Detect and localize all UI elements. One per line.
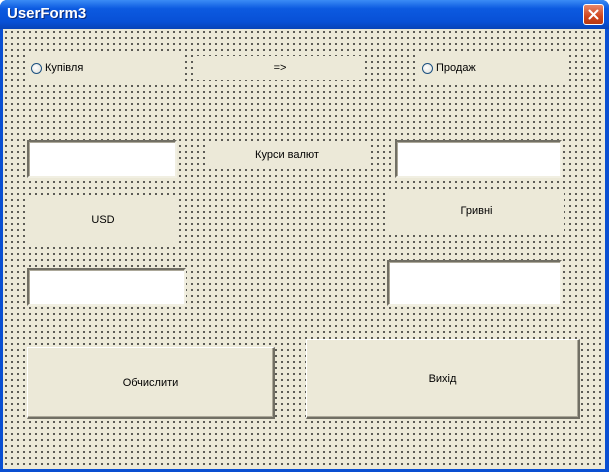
uah-label-text: Гривні	[460, 205, 493, 217]
usd-label: USD	[27, 197, 179, 243]
radio-sell-label: Продаж	[436, 62, 476, 74]
radio-sell[interactable]: Продаж	[418, 55, 568, 81]
title-bar[interactable]: UserForm3	[0, 0, 609, 29]
radio-buy-circle-icon[interactable]	[31, 62, 42, 74]
usd-label-text: USD	[91, 214, 115, 226]
rates-label-text: Курси валют	[255, 149, 319, 161]
calculate-button-label: Обчислити	[122, 376, 179, 389]
radio-buy[interactable]: Купівля	[27, 55, 185, 81]
radio-buy-label: Купівля	[45, 62, 84, 74]
rates-label: Курси валют	[206, 142, 368, 168]
exit-button[interactable]: Вихід	[306, 339, 580, 419]
radio-sell-circle-icon[interactable]	[422, 62, 433, 74]
rate-left-input[interactable]	[27, 140, 177, 178]
rate-right-input[interactable]	[395, 140, 562, 178]
usd-amount-input[interactable]	[27, 268, 186, 306]
arrow-text: =>	[273, 62, 287, 74]
uah-amount-input[interactable]	[387, 260, 562, 306]
close-button[interactable]	[583, 4, 604, 25]
form-client-area: Купівля => Продаж Курси валют USD Гри	[3, 29, 605, 469]
window-title: UserForm3	[7, 5, 87, 22]
close-icon	[588, 9, 599, 20]
calculate-button[interactable]: Обчислити	[27, 347, 275, 419]
arrow-label: =>	[197, 56, 363, 80]
exit-button-label: Вихід	[428, 372, 457, 385]
uah-label: Гривні	[389, 189, 564, 233]
